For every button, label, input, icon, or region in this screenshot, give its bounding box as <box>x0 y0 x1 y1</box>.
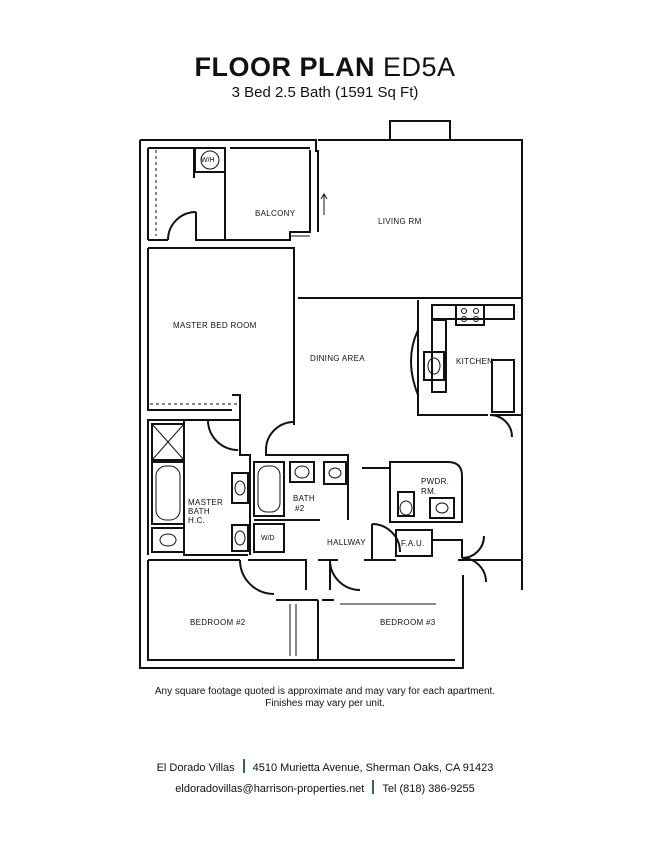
property-name: El Dorado Villas <box>156 762 235 774</box>
powder-room-label-2: RM. <box>421 487 437 496</box>
hallway-label: HALLWAY <box>327 538 366 547</box>
disclaimer: Any square footage quoted is approximate… <box>0 686 650 710</box>
master-bedroom-label: MASTER BED ROOM <box>173 321 257 330</box>
footer-separator <box>242 759 245 773</box>
bedroom-3-label: BEDROOM #3 <box>380 618 436 627</box>
footer-line-2: eldoradovillas@harrison-properties.net Te… <box>0 780 650 796</box>
wh-label: W/H <box>201 157 215 164</box>
powder-room-label-1: PWDR. <box>421 477 449 486</box>
footer-line-1: El Dorado Villas 4510 Murietta Avenue, Sh… <box>0 759 650 775</box>
washer-dryer-label: W/D <box>261 535 275 542</box>
fau-label: F.A.U. <box>401 539 425 548</box>
bedroom-2-label: BEDROOM #2 <box>190 618 246 627</box>
page-subtitle: 3 Bed 2.5 Bath (1591 Sq Ft) <box>231 84 419 101</box>
contact-phone[interactable]: Tel (818) 386-9255 <box>382 783 475 795</box>
property-address: 4510 Murietta Avenue, Sherman Oaks, CA 9… <box>252 762 494 774</box>
master-bath-label-3: H.C. <box>188 516 205 525</box>
disclaimer-line-2: Finishes may vary per unit. <box>265 698 385 709</box>
walls <box>139 120 523 669</box>
bath-2-label-1: BATH <box>293 494 315 503</box>
kitchen-label: KITCHEN <box>456 357 493 366</box>
dining-area-label: DINING AREA <box>310 354 365 363</box>
master-bath-label-2: BATH <box>188 507 210 516</box>
contact-email[interactable]: eldoradovillas@harrison-properties.net <box>175 783 365 795</box>
disclaimer-line-1: Any square footage quoted is approximate… <box>154 686 496 697</box>
page-title: FLOOR PLAN ED5A <box>0 52 650 82</box>
title-plan-code: ED5A <box>382 52 456 82</box>
floor-plan-drawing: W/H BALCONY LIVING RM MASTER BED ROOM DI… <box>139 120 523 669</box>
title-bold: FLOOR PLAN <box>194 52 375 82</box>
bath-2-label-2: #2 <box>295 504 305 513</box>
living-room-label: LIVING RM <box>378 217 422 226</box>
master-bath-label-1: MASTER <box>188 498 223 507</box>
balcony-label: BALCONY <box>255 209 296 218</box>
footer-separator <box>372 780 375 794</box>
fixture-details <box>150 150 479 547</box>
